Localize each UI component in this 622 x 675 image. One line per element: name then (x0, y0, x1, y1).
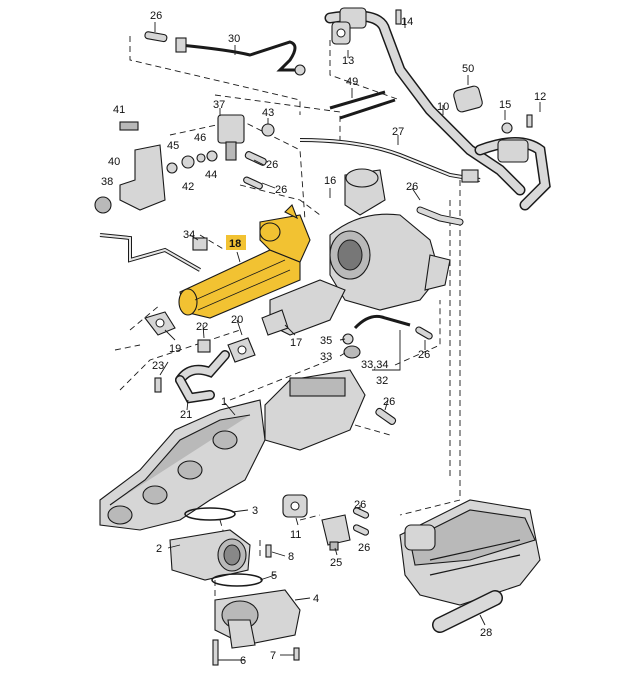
callout-42: 42 (182, 181, 194, 193)
leader-lines (154, 18, 541, 661)
callout-40: 40 (108, 156, 120, 168)
callout-labels: 26 30 14 13 50 49 10 15 12 27 37 43 41 4… (101, 10, 546, 667)
hose-26-right (243, 151, 433, 425)
turbocharger (269, 168, 451, 336)
gasket-11 (282, 494, 308, 518)
callout-8: 8 (288, 551, 294, 563)
callout-6: 6 (240, 655, 246, 667)
small-parts-42-46 (119, 121, 218, 174)
solenoid-37 (217, 114, 275, 161)
egr-cooler-18 (178, 204, 311, 319)
callout-1: 1 (221, 396, 227, 408)
hose-clip-26-top (144, 31, 168, 43)
callout-33: 33 (320, 351, 332, 363)
pipe-30 (175, 37, 306, 76)
callout-41: 41 (113, 104, 125, 116)
pipe-22 (197, 339, 211, 353)
throttle-body-2 (169, 529, 251, 581)
callout-26-mid2: 26 (275, 184, 287, 196)
intake-pipe-10 (324, 7, 551, 211)
vacuum-lines-49 (329, 90, 396, 120)
callout-17: 17 (290, 337, 302, 349)
callout-26-right2: 26 (383, 396, 395, 408)
callout-35: 35 (320, 335, 332, 347)
sensor-25 (321, 507, 370, 551)
o-ring-5 (211, 573, 263, 587)
callout-2: 2 (156, 543, 162, 555)
callout-26-mid: 26 (266, 159, 278, 171)
callout-5: 5 (271, 570, 277, 582)
callout-27: 27 (392, 126, 404, 138)
callout-7: 7 (270, 650, 276, 662)
bolts-bottom (212, 544, 300, 666)
vacuum-hose-27 (299, 138, 481, 183)
callout-34: 34 (183, 229, 195, 241)
callout-14: 14 (401, 16, 413, 28)
callout-43: 43 (262, 107, 274, 119)
callout-50: 50 (462, 63, 474, 75)
callout-15: 15 (499, 99, 511, 111)
callout-18: 18 (229, 238, 241, 250)
bolt-23 (154, 377, 162, 393)
callout-33-34: 33,34 (361, 359, 389, 371)
callout-32: 32 (376, 375, 388, 387)
callout-21: 21 (180, 409, 192, 421)
callout-44: 44 (205, 169, 217, 181)
callout-46: 46 (194, 132, 206, 144)
callout-22: 22 (196, 321, 208, 333)
clip-34 (192, 237, 208, 251)
callout-13: 13 (342, 55, 354, 67)
callout-37: 37 (213, 99, 225, 111)
callout-26-sensor: 26 (354, 499, 366, 511)
bolts-top-right (395, 9, 533, 134)
callout-25: 25 (330, 557, 342, 569)
air-filter-housing-28 (399, 499, 541, 633)
callout-16: 16 (324, 175, 336, 187)
sleeve-50 (453, 85, 483, 113)
callout-26-turbo: 26 (406, 181, 418, 193)
callout-10: 10 (437, 101, 449, 113)
intake-manifold (99, 399, 266, 531)
callout-19: 19 (169, 343, 181, 355)
egr-pipe-21 (175, 350, 230, 404)
highlight-badge-18 (226, 235, 246, 250)
callout-30: 30 (228, 33, 240, 45)
callout-49: 49 (346, 76, 358, 88)
o-ring-3 (184, 507, 236, 521)
hose-26-turbo (416, 206, 464, 226)
callout-26-right: 26 (418, 349, 430, 361)
callout-3: 3 (252, 505, 258, 517)
callout-38: 38 (101, 176, 113, 188)
callout-11: 11 (290, 529, 301, 541)
callout-23: 23 (152, 360, 164, 372)
bracket-40 (94, 144, 166, 214)
egr-pipe-left (99, 233, 201, 272)
rear-manifold (264, 369, 366, 451)
throttle-valve-4 (214, 589, 301, 649)
callout-26-sensor2: 26 (358, 542, 370, 554)
callout-12: 12 (534, 91, 546, 103)
callout-45: 45 (167, 140, 179, 152)
callout-20: 20 (231, 314, 243, 326)
callout-26-top: 26 (150, 10, 162, 22)
callout-28: 28 (480, 627, 492, 639)
fitting-33-35 (342, 314, 411, 359)
callout-4: 4 (313, 593, 319, 605)
gasket-13 (331, 21, 351, 45)
gasket-19 (144, 311, 176, 336)
gasket-20 (227, 309, 289, 363)
